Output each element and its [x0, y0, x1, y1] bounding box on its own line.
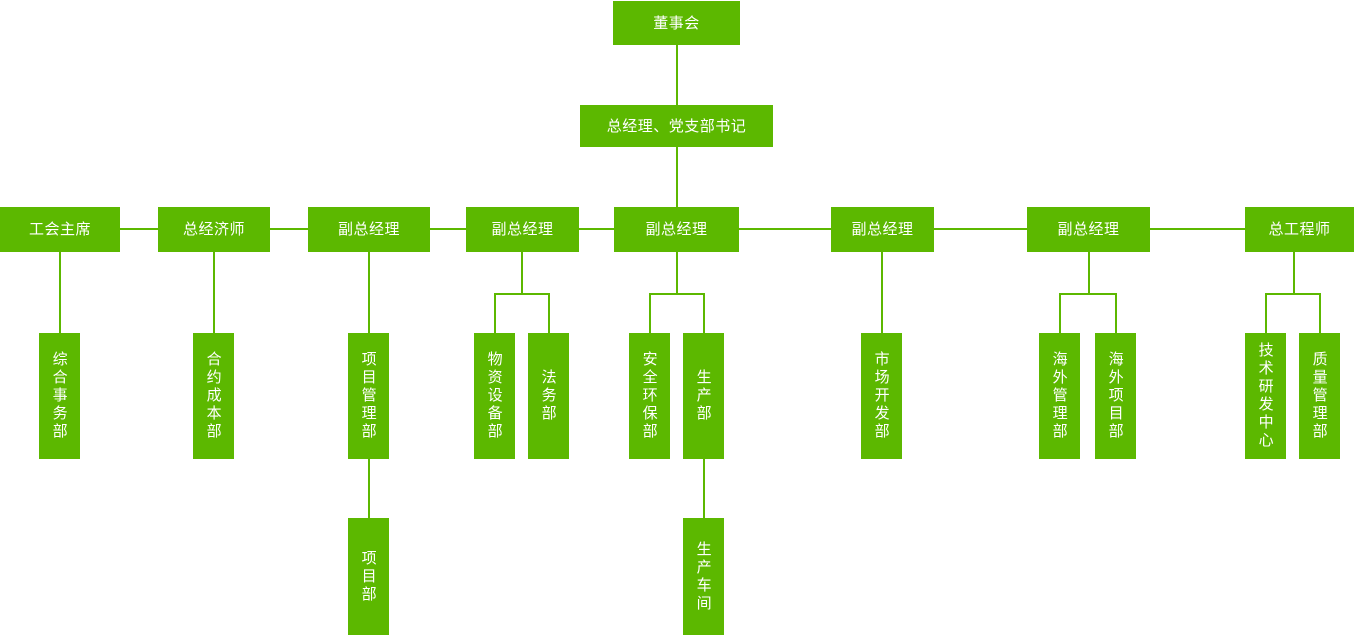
node-unit-production-shop[interactable]: 生产车间: [683, 518, 724, 635]
node-board-label: 董事会: [653, 13, 700, 32]
connector-chief-engineer-bus: [1265, 293, 1321, 295]
connector-dgm5-to-overseas-mgmt: [1059, 293, 1061, 334]
node-general-manager-label: 总经理、党支部书记: [606, 116, 747, 135]
node-dept-general-affairs[interactable]: 综合事务部: [39, 333, 80, 459]
node-dept-tech-rnd-label: 技术研发中心: [1256, 342, 1275, 450]
connector-gm-to-level3: [676, 147, 678, 207]
connector-dgm2-stem: [521, 252, 523, 294]
node-dept-general-affairs-label: 综合事务部: [50, 351, 69, 441]
node-dept-project-mgmt[interactable]: 项目管理部: [348, 333, 389, 459]
node-dept-legal-label: 法务部: [539, 369, 558, 423]
node-deputy-gm-2[interactable]: 副总经理: [466, 207, 579, 252]
node-dept-overseas-project-label: 海外项目部: [1106, 351, 1125, 441]
connector-level3-3: [430, 228, 466, 230]
node-unit-project-dept-label: 项目部: [359, 549, 378, 604]
connector-dgm2-to-materials: [494, 293, 496, 334]
node-dept-safety-env[interactable]: 安全环保部: [629, 333, 670, 459]
node-dept-safety-env-label: 安全环保部: [640, 351, 659, 441]
connector-level3-1: [120, 228, 158, 230]
connector-chief-engineer-stem: [1293, 252, 1295, 294]
node-deputy-gm-3[interactable]: 副总经理: [614, 207, 739, 252]
node-dept-legal[interactable]: 法务部: [528, 333, 569, 459]
connector-dgm3-bus: [649, 293, 705, 295]
node-union-chair-label: 工会主席: [28, 220, 91, 239]
connector-dgm1-to-project-mgmt: [368, 252, 370, 333]
node-chief-economist-label: 总经济师: [182, 220, 245, 239]
connector-dgm2-bus: [494, 293, 550, 295]
connector-dgm3-stem: [676, 252, 678, 294]
connector-level3-4: [579, 228, 614, 230]
node-chief-engineer-label: 总工程师: [1268, 220, 1331, 239]
connector-dgm5-bus: [1059, 293, 1117, 295]
node-deputy-gm-1[interactable]: 副总经理: [308, 207, 430, 252]
node-general-manager[interactable]: 总经理、党支部书记: [580, 105, 773, 147]
node-deputy-gm-5-label: 副总经理: [1057, 220, 1120, 239]
node-dept-materials-equipment-label: 物资设备部: [485, 351, 504, 441]
node-dept-market-dev-label: 市场开发部: [872, 351, 891, 441]
node-dept-market-dev[interactable]: 市场开发部: [861, 333, 902, 459]
connector-dgm2-to-legal: [548, 293, 550, 334]
node-dept-materials-equipment[interactable]: 物资设备部: [474, 333, 515, 459]
node-chief-economist[interactable]: 总经济师: [158, 207, 270, 252]
node-board[interactable]: 董事会: [613, 1, 740, 45]
node-chief-engineer[interactable]: 总工程师: [1245, 207, 1354, 252]
connector-ce-to-quality: [1319, 293, 1321, 334]
node-deputy-gm-1-label: 副总经理: [337, 220, 400, 239]
node-deputy-gm-4[interactable]: 副总经理: [831, 207, 934, 252]
node-dept-production-label: 生产部: [694, 369, 713, 423]
node-deputy-gm-2-label: 副总经理: [491, 220, 554, 239]
connector-dgm3-to-production: [703, 293, 705, 334]
connector-level3-6: [934, 228, 1027, 230]
node-deputy-gm-3-label: 副总经理: [645, 220, 708, 239]
node-dept-production[interactable]: 生产部: [683, 333, 724, 459]
connector-board-to-gm: [676, 45, 678, 105]
node-dept-quality-mgmt[interactable]: 质量管理部: [1299, 333, 1340, 459]
node-deputy-gm-4-label: 副总经理: [851, 220, 914, 239]
connector-union-to-general-affairs: [59, 252, 61, 333]
node-dept-contract-cost[interactable]: 合约成本部: [193, 333, 234, 459]
node-dept-tech-rnd[interactable]: 技术研发中心: [1245, 333, 1286, 459]
node-unit-project-dept[interactable]: 项目部: [348, 518, 389, 635]
node-dept-quality-mgmt-label: 质量管理部: [1310, 351, 1329, 441]
connector-dgm5-stem: [1088, 252, 1090, 294]
node-dept-contract-cost-label: 合约成本部: [204, 351, 223, 441]
node-union-chair[interactable]: 工会主席: [0, 207, 120, 252]
connector-level3-5: [739, 228, 831, 230]
connector-ce-to-tech-rnd: [1265, 293, 1267, 334]
connector-project-mgmt-to-project-dept: [368, 459, 370, 518]
connector-level3-7: [1150, 228, 1245, 230]
connector-dgm5-to-overseas-project: [1115, 293, 1117, 334]
connector-dgm3-to-safety: [649, 293, 651, 334]
connector-dgm4-to-market: [881, 252, 883, 333]
connector-economist-to-contract-cost: [213, 252, 215, 333]
node-unit-production-shop-label: 生产车间: [694, 540, 713, 613]
node-dept-project-mgmt-label: 项目管理部: [359, 351, 378, 441]
node-dept-overseas-mgmt-label: 海外管理部: [1050, 351, 1069, 441]
node-deputy-gm-5[interactable]: 副总经理: [1027, 207, 1150, 252]
node-dept-overseas-project[interactable]: 海外项目部: [1095, 333, 1136, 459]
node-dept-overseas-mgmt[interactable]: 海外管理部: [1039, 333, 1080, 459]
connector-production-to-shop: [703, 459, 705, 518]
connector-level3-2: [270, 228, 308, 230]
